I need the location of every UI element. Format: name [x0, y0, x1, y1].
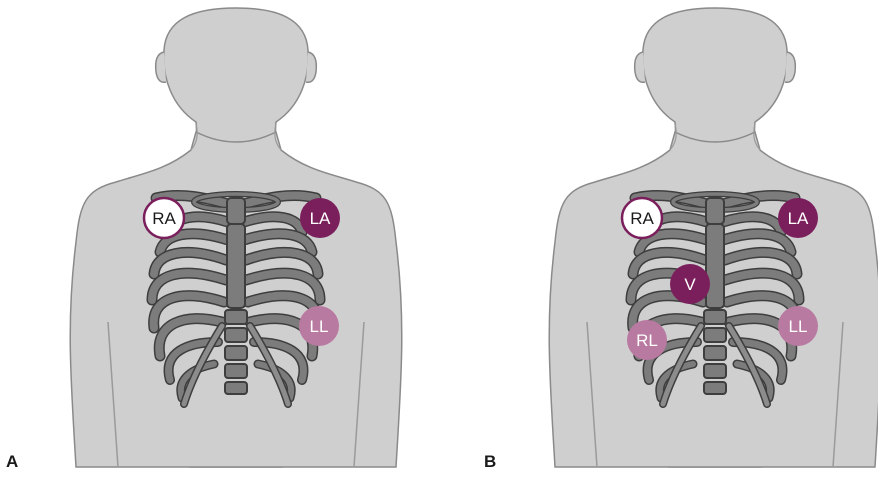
electrode-label: RL [636, 331, 658, 350]
electrode-ll-b: LL [778, 306, 818, 346]
electrode-label: RA [630, 209, 654, 228]
electrode-v-b: V [670, 264, 710, 304]
electrode-label: LL [310, 317, 329, 336]
electrode-la-b: LA [778, 198, 818, 238]
electrode-label: LA [310, 209, 331, 228]
electrode-ll-a: LL [299, 306, 339, 346]
electrode-label: RA [152, 209, 176, 228]
electrode-ra-b: RA [622, 198, 662, 238]
electrode-label: V [684, 275, 696, 294]
electrode-label: LA [788, 209, 809, 228]
figure-b [549, 8, 878, 467]
electrode-rl-b: RL [627, 320, 667, 360]
panel-label-a: A [6, 452, 18, 472]
electrode-label: LL [789, 317, 808, 336]
figure-a [70, 8, 402, 467]
electrode-ra-a: RA [144, 198, 184, 238]
electrode-la-a: LA [300, 198, 340, 238]
panel-label-b: B [484, 452, 496, 472]
